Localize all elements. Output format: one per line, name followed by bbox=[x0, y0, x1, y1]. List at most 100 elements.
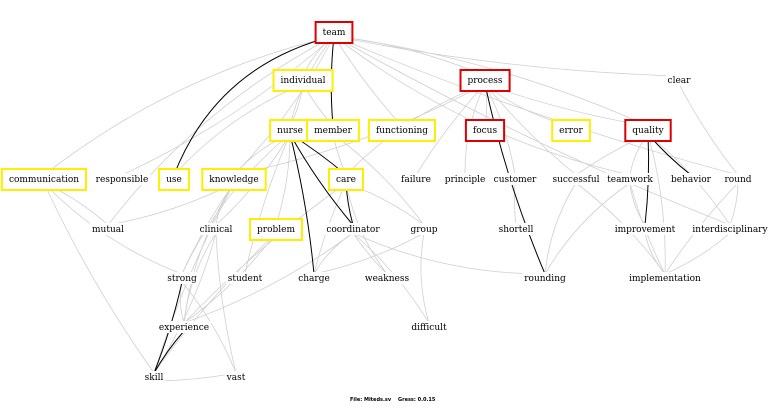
node-use: use bbox=[158, 168, 190, 191]
node-box-quality bbox=[624, 119, 672, 142]
node-label-difficult: difficult bbox=[411, 323, 447, 333]
node-experience: experience bbox=[156, 321, 212, 333]
node-box-problem bbox=[249, 218, 303, 241]
node-rounding: rounding bbox=[522, 272, 568, 284]
node-improvement: improvement bbox=[612, 223, 678, 235]
edge-team-interdisciplinary bbox=[333, 35, 731, 226]
edge-clinical-skill bbox=[153, 232, 217, 374]
node-member: member bbox=[306, 119, 360, 142]
node-bg-vast bbox=[224, 371, 248, 383]
edge-clinical-vast bbox=[215, 232, 237, 374]
edge-team-communication bbox=[43, 35, 335, 176]
node-round: round bbox=[722, 173, 754, 185]
node-box-focus bbox=[464, 119, 506, 142]
node-skill: skill bbox=[142, 371, 166, 383]
node-label-vast: vast bbox=[226, 373, 246, 383]
edge-strong-vast bbox=[181, 281, 237, 374]
strong-edge-nurse-coordinator bbox=[289, 133, 354, 226]
node-successful: successful bbox=[550, 173, 602, 185]
node-label-problem: problem bbox=[257, 225, 295, 235]
node-implementation: implementation bbox=[627, 272, 703, 284]
edge-communication-skill bbox=[43, 182, 155, 374]
edge-customer-shortell bbox=[513, 182, 517, 226]
edge-teamwork-improvement bbox=[629, 182, 646, 226]
node-care: care bbox=[328, 168, 364, 191]
node-label-focus: focus bbox=[473, 126, 498, 136]
node-box-individual bbox=[272, 69, 334, 92]
node-label-improvement: improvement bbox=[615, 225, 676, 235]
edge-skill-vast bbox=[153, 372, 237, 382]
node-clinical: clinical bbox=[197, 223, 235, 235]
node-box-care bbox=[328, 168, 364, 191]
node-individual: individual bbox=[272, 69, 334, 92]
edge-quality-implementation bbox=[647, 133, 666, 275]
edge-team-mutual bbox=[107, 35, 335, 226]
node-label-implementation: implementation bbox=[629, 274, 701, 284]
strong-edge-team-use bbox=[173, 35, 335, 176]
node-shortell: shortell bbox=[496, 223, 536, 235]
node-bg-rounding bbox=[522, 272, 568, 284]
node-bg-coordinator bbox=[324, 223, 382, 235]
edge-group-difficult bbox=[420, 232, 430, 324]
node-behavior: behavior bbox=[669, 173, 713, 185]
node-label-skill: skill bbox=[145, 373, 164, 383]
node-box-member bbox=[306, 119, 360, 142]
node-customer: customer bbox=[491, 173, 539, 185]
node-label-student: student bbox=[228, 274, 263, 284]
node-group: group bbox=[408, 223, 440, 235]
node-nurse: nurse bbox=[269, 119, 311, 142]
edge-problem-skill bbox=[153, 232, 277, 374]
edge-nurse-problem bbox=[275, 133, 291, 226]
node-bg-shortell bbox=[496, 223, 536, 235]
node-bg-strong bbox=[165, 272, 199, 284]
node-label-failure: failure bbox=[401, 175, 431, 185]
edge-team-responsible bbox=[121, 35, 335, 176]
edge-process-failure bbox=[415, 83, 486, 176]
node-label-rounding: rounding bbox=[524, 274, 566, 284]
node-label-coordinator: coordinator bbox=[326, 225, 380, 235]
edge-team-teamwork bbox=[333, 35, 631, 176]
node-responsible: responsible bbox=[93, 173, 151, 185]
edge-member-group bbox=[332, 133, 425, 226]
footer-app-label: Gress: 0.0.15 bbox=[398, 397, 436, 403]
node-bg-successful bbox=[550, 173, 602, 185]
node-bg-group bbox=[408, 223, 440, 235]
edge-nurse-student bbox=[244, 133, 291, 275]
edge-nurse-strong bbox=[181, 133, 291, 275]
node-label-quality: quality bbox=[632, 126, 664, 136]
node-bg-principle bbox=[442, 173, 488, 185]
node-knowledge: knowledge bbox=[201, 168, 267, 191]
node-weakness: weakness bbox=[362, 272, 412, 284]
edge-successful-rounding bbox=[544, 182, 577, 275]
edge-team-clear bbox=[333, 35, 680, 77]
node-bg-implementation bbox=[627, 272, 703, 284]
footer: File: Miteds.sv Gress: 0.0.15 bbox=[350, 397, 436, 403]
node-team: team bbox=[314, 21, 354, 44]
node-bg-interdisciplinary bbox=[690, 223, 770, 235]
node-bg-behavior bbox=[669, 173, 713, 185]
node-interdisciplinary: interdisciplinary bbox=[690, 223, 770, 235]
edge-coordinator-rounding bbox=[352, 232, 546, 275]
edge-interdisciplinary-implementation bbox=[664, 232, 731, 275]
node-label-process: process bbox=[467, 76, 502, 86]
node-process: process bbox=[459, 69, 511, 92]
node-bg-teamwork bbox=[605, 173, 655, 185]
node-communication: communication bbox=[0, 168, 87, 191]
node-box-functioning bbox=[367, 119, 436, 142]
node-label-strong: strong bbox=[167, 274, 197, 284]
node-bg-difficult bbox=[409, 321, 449, 333]
edge-communication-strong bbox=[43, 182, 183, 275]
node-bg-skill bbox=[142, 371, 166, 383]
node-label-member: member bbox=[314, 126, 352, 136]
node-charge: charge bbox=[296, 272, 332, 284]
node-label-shortell: shortell bbox=[499, 225, 534, 235]
node-box-use bbox=[158, 168, 190, 191]
node-label-behavior: behavior bbox=[671, 175, 712, 185]
node-coordinator: coordinator bbox=[324, 223, 382, 235]
footer-file-label: File: Miteds.sv bbox=[350, 397, 392, 403]
node-teamwork: teamwork bbox=[605, 173, 655, 185]
edge-coordinator-weakness bbox=[352, 232, 388, 275]
node-focus: focus bbox=[464, 119, 506, 142]
